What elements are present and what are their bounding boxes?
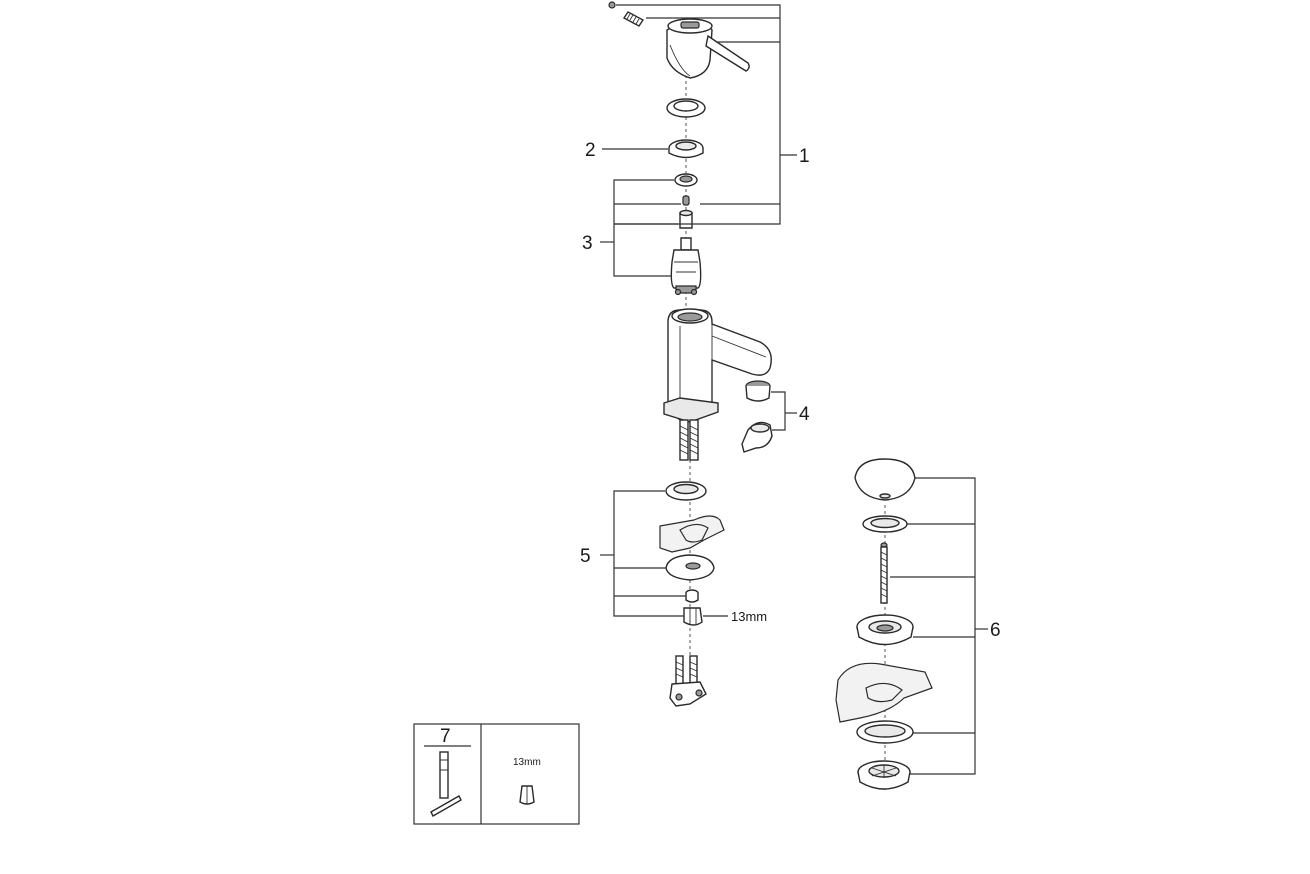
cover-ring <box>666 98 706 118</box>
small-nut <box>685 589 699 603</box>
small-pin <box>682 195 690 206</box>
part-1-handle-assembly <box>608 1 750 79</box>
mounting-gasket <box>665 481 707 501</box>
sink-section <box>659 515 725 553</box>
lever-handle <box>666 18 750 79</box>
leader-lines <box>600 4 988 775</box>
tool-nut-size-label: 13mm <box>513 757 541 768</box>
part-6-waste-set <box>835 458 933 790</box>
part-7-tool-box: 7 13mm <box>413 723 580 825</box>
part-2-cap-nut <box>668 139 704 159</box>
callout-2: 2 <box>585 140 596 161</box>
grub-screw <box>622 11 645 27</box>
callout-5: 5 <box>580 546 591 567</box>
callout-6: 6 <box>990 620 1001 641</box>
aerator <box>745 380 771 402</box>
flex-hoses <box>679 419 699 461</box>
part-4-aerator-set <box>741 380 773 453</box>
plug-washer <box>862 515 908 533</box>
faucet-body <box>663 308 772 461</box>
horseshoe-washer <box>665 554 715 581</box>
part-5-mounting-set <box>659 481 725 626</box>
threaded-ring <box>674 173 698 187</box>
waste-gasket <box>856 720 914 744</box>
callout-1: 1 <box>799 146 810 167</box>
callout-4: 4 <box>799 404 810 425</box>
tool-key <box>430 751 462 817</box>
callout-3: 3 <box>582 233 593 254</box>
part-3-cartridge-assembly <box>670 173 702 296</box>
cartridge <box>670 237 702 296</box>
adapter <box>679 209 693 229</box>
waste-flange <box>856 614 914 646</box>
hose-connectors <box>669 655 707 707</box>
screw-head <box>608 1 616 9</box>
waste-body-nut <box>857 760 911 790</box>
aerator-key <box>741 421 773 453</box>
plug-screw <box>880 542 888 604</box>
nut-size-label: 13mm <box>731 609 767 624</box>
waste-sink-section <box>835 662 933 723</box>
fixing-nut-13mm <box>683 607 703 626</box>
plug-cap <box>854 458 916 501</box>
callout-7: 7 <box>440 726 451 747</box>
tool-nut <box>519 785 535 805</box>
